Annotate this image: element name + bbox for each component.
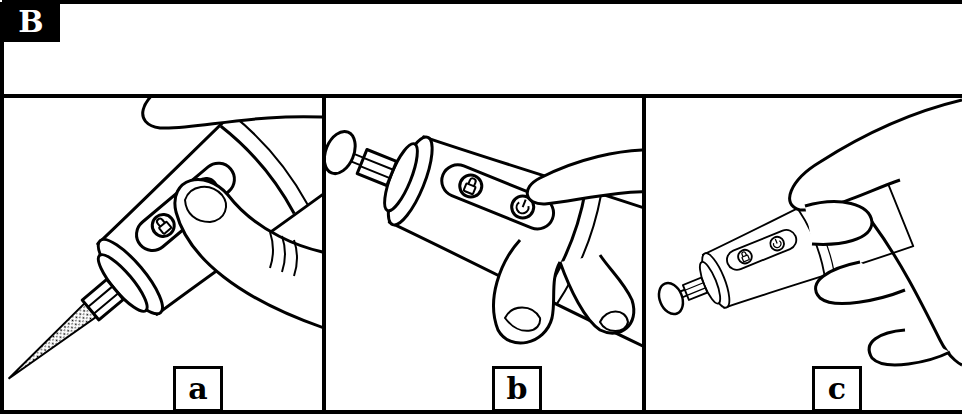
panel-label: b [507,374,528,404]
panel-letter: a [173,366,223,412]
panel-letter: c [812,366,862,412]
panel-a-drawing [4,98,322,412]
panel-letter: b [492,366,542,412]
panel-label: a [188,374,207,404]
panel-b-drawing [326,98,642,362]
panel-label: c [828,374,846,404]
panel-label: B [18,7,43,37]
panel-c-drawing [646,100,962,365]
section-letter: B [2,2,60,42]
